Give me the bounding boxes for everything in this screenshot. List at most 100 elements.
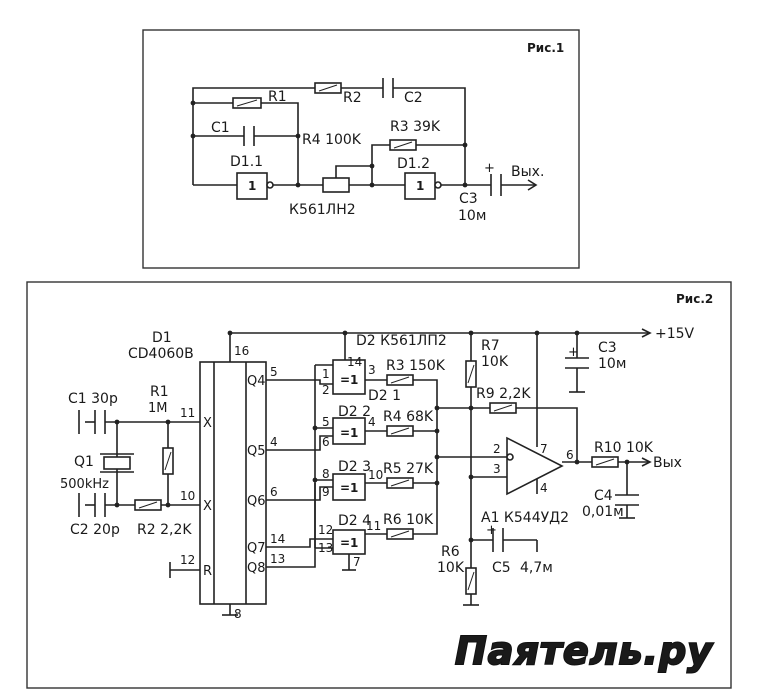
fig1-chip-label: К561ЛН2 (289, 202, 356, 218)
fig2-gate-d23 (332, 473, 366, 501)
fig2-net-5: 5 (270, 365, 278, 379)
fig1-c3-label: C3 (459, 191, 478, 207)
figure-2-frame (26, 281, 732, 689)
fig2-c4-label: C4 (594, 488, 613, 504)
fig2-r6-label: R6 (441, 544, 460, 560)
fig2-r4-label: R4 68K (383, 409, 434, 425)
fig1-c1-label: C1 (211, 120, 230, 136)
fig1-gate-d11 (236, 172, 268, 200)
fig2-q1-value: 500kHz (60, 477, 109, 492)
fig2-c2-label: C2 20p (70, 522, 120, 538)
fig2-d21-symbol: =1 (340, 373, 358, 387)
figure-1-title: Рис.1 (527, 41, 564, 55)
fig2-q1-crystal (103, 456, 131, 470)
fig2-reset-pin-label: R (203, 564, 212, 579)
fig1-r4-label: R4 100K (302, 132, 362, 148)
fig2-gate-d24 (332, 529, 366, 555)
fig2-c5-label: C5 (492, 560, 511, 576)
fig2-q4-label: Q4 (247, 374, 266, 389)
fig2-d24-pin-12: 12 (318, 523, 333, 537)
fig2-a1-opamp (506, 436, 564, 496)
fig1-r2-label: R2 (343, 90, 362, 106)
fig2-d21-pin-14: 14 (347, 355, 362, 369)
fig1-c3-value: 10м (458, 208, 486, 224)
fig2-r7-value: 10K (481, 354, 509, 370)
fig1-c3-polarity: + (484, 161, 495, 176)
fig2-d21-pin-3: 3 (368, 363, 376, 377)
fig2-r2-label: R2 2,2K (137, 522, 192, 538)
fig2-r1-value: 1M (148, 401, 168, 416)
fig2-net-13: 13 (270, 552, 285, 566)
fig2-opamp-invert-bubble (506, 453, 514, 461)
fig2-pin-11: 11 (180, 406, 195, 420)
fig1-gate-d12-symbol: 1 (416, 179, 424, 193)
fig2-c1-label: C1 30p (68, 391, 118, 407)
figure-1-frame (142, 29, 580, 269)
fig2-opamp-pin-7: 7 (540, 442, 548, 456)
fig2-gate-d22 (332, 417, 366, 445)
fig1-gate-d11-bubble (266, 181, 274, 189)
fig2-d1-counter-ic (199, 361, 267, 605)
fig2-r7-label: R7 (481, 338, 500, 354)
fig2-d21-label: D2 1 (368, 388, 401, 404)
fig2-d1-label: D1 (152, 330, 172, 346)
figure-2-title: Рис.2 (676, 292, 713, 306)
fig2-q7-label: Q7 (247, 541, 266, 556)
fig2-d22-label: D2 2 (338, 404, 371, 420)
fig2-opamp-pin-3: 3 (493, 462, 501, 476)
fig2-c3-label: C3 (598, 340, 617, 356)
figure-2-wiring (85, 328, 652, 616)
fig2-q8-label: Q8 (247, 561, 266, 576)
fig2-d24-symbol: =1 (340, 536, 358, 550)
figure-1: Рис.1 (142, 29, 580, 269)
fig2-d23-label: D2 3 (338, 459, 371, 475)
fig2-d22-pin-6: 6 (322, 435, 330, 449)
fig2-supply-label: +15V (655, 326, 695, 342)
fig2-opamp-pin-2: 2 (493, 442, 501, 456)
figure-2: Рис.2 (26, 281, 732, 689)
fig2-q5-label: Q5 (247, 444, 266, 459)
fig2-r6-value: 10K (437, 560, 465, 576)
fig2-d21-pin-2: 2 (322, 383, 330, 397)
fig2-r1-label: R1 (150, 384, 169, 400)
fig2-r10-label: R10 10K (594, 440, 654, 456)
fig2-d21-pin-1: 1 (322, 367, 330, 381)
fig1-c2-label: C2 (404, 90, 423, 106)
fig2-d24-label: D2 4 (338, 513, 371, 529)
fig2-net-4: 4 (270, 435, 278, 449)
fig2-d22-symbol: =1 (340, 426, 358, 440)
fig1-r4-potentiometer (322, 177, 350, 193)
fig2-c3-polarity: + (568, 345, 579, 360)
fig2-r5-label: R5 27K (383, 461, 434, 477)
fig2-pin-10: 10 (180, 489, 195, 503)
fig2-q1-label: Q1 (74, 454, 94, 470)
fig2-pin-16: 16 (234, 344, 249, 358)
fig2-net-6: 6 (270, 485, 278, 499)
fig2-pin-8: 8 (234, 607, 242, 621)
fig2-x1-pin-label: X (203, 416, 212, 431)
fig2-x2-pin-label: X (203, 499, 212, 514)
fig2-c3-value: 10м (598, 356, 626, 372)
fig1-output-label: Вых. (511, 164, 544, 180)
fig2-opamp-pin-4: 4 (540, 481, 548, 495)
fig2-a1-label: A1 К544УД2 (481, 510, 569, 526)
fig1-d11-label: D1.1 (230, 154, 263, 170)
fig2-d22-pin-4: 4 (368, 415, 376, 429)
fig1-d12-label: D1.2 (397, 156, 430, 172)
fig2-d24-pin-7: 7 (353, 555, 361, 569)
fig2-d23-pin-9: 9 (322, 485, 330, 499)
fig2-d23-pin-10: 10 (368, 468, 383, 482)
fig1-gate-d11-symbol: 1 (248, 179, 256, 193)
fig2-c5-value: 4,7м (520, 560, 553, 576)
fig2-output-label: Вых (653, 455, 682, 471)
fig2-d24-pin-13: 13 (318, 541, 333, 555)
fig1-r3-label: R3 39K (390, 119, 441, 135)
fig1-r1-label: R1 (268, 89, 287, 105)
site-watermark: Паятель.ру (455, 629, 714, 673)
fig2-net-14: 14 (270, 532, 285, 546)
fig2-r3-label: R3 150K (386, 358, 446, 374)
fig2-c5-polarity: + (486, 523, 497, 538)
fig2-q6-label: Q6 (247, 494, 266, 509)
fig2-d1-chip-label: CD4060B (128, 346, 194, 362)
